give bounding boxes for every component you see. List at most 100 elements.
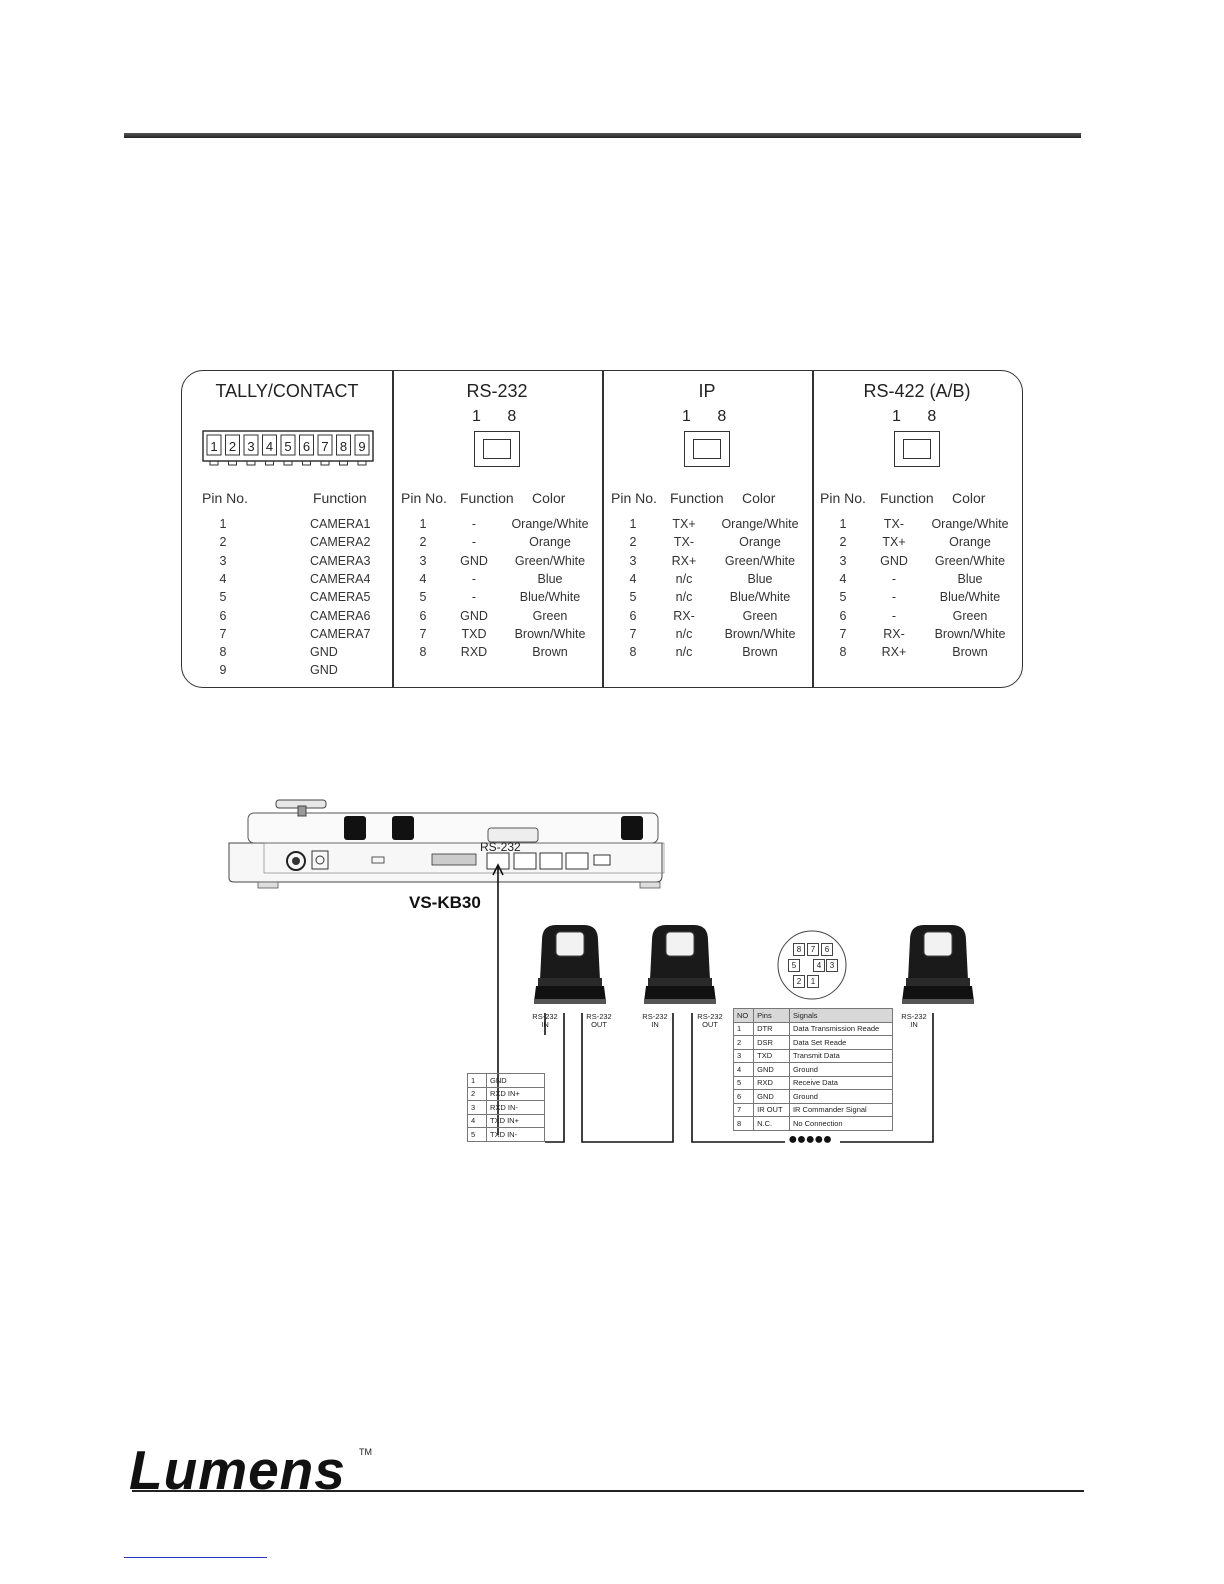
rs232-color: Green/White bbox=[514, 553, 586, 568]
tally-function: CAMERA7 bbox=[310, 626, 371, 641]
tally-function: GND bbox=[310, 645, 338, 660]
rs422-pin-range: 1 8 bbox=[892, 408, 937, 425]
lumens-logo: Lumens bbox=[129, 1439, 346, 1501]
ip-color: Blue/White bbox=[729, 590, 791, 605]
din-pin-number: 6 bbox=[821, 943, 833, 956]
table-cell: N.C. bbox=[753, 1116, 790, 1131]
rs232-color: Orange bbox=[529, 535, 571, 550]
rs422-pin-no: 6 bbox=[839, 608, 847, 623]
rs232-pin-no: 4 bbox=[419, 571, 427, 586]
table-cell: 5 bbox=[732, 1075, 755, 1090]
rs232-function: - bbox=[471, 535, 477, 550]
rs422-function: - bbox=[891, 571, 897, 586]
terminal-pin-cell bbox=[280, 434, 296, 456]
camera-group bbox=[534, 925, 974, 1004]
terminal-pin-number: 2 bbox=[229, 439, 236, 454]
tally-function: CAMERA2 bbox=[310, 535, 371, 550]
rs422-title: RS-422 (A/B) bbox=[863, 381, 971, 401]
footer-rule bbox=[132, 1490, 1084, 1492]
rs232-pin-range: 1 8 bbox=[472, 408, 517, 425]
signal-cell: RXD IN+ bbox=[486, 1086, 545, 1101]
table-cell: 8 bbox=[732, 1116, 755, 1131]
ip-color: Orange bbox=[739, 535, 781, 550]
ip-function: RX+ bbox=[671, 553, 697, 568]
rs232-pin-no: 1 bbox=[419, 517, 427, 531]
rs422-color: Green bbox=[952, 608, 988, 623]
rs422-color: Blue/White bbox=[939, 590, 1001, 605]
tally-function: GND bbox=[310, 663, 338, 678]
rs422-function: - bbox=[891, 608, 897, 623]
pin-number-cell: 3 bbox=[467, 1100, 487, 1115]
terminal-pin-number: 4 bbox=[266, 439, 273, 454]
din-pin-number: 5 bbox=[788, 959, 800, 972]
tally-header-function: Function bbox=[313, 490, 367, 506]
rs422-pin-no: 5 bbox=[839, 590, 847, 605]
ip-header-pin: Pin No. bbox=[611, 490, 657, 506]
table-cell: IR Commander Signal bbox=[788, 1102, 894, 1117]
terminal-pin-number: 7 bbox=[321, 439, 328, 454]
rs232-function: RXD bbox=[460, 645, 488, 660]
terminal-pin-number: 9 bbox=[358, 439, 365, 454]
rs422-pin-no: 2 bbox=[839, 535, 847, 550]
terminal-pin-cell bbox=[243, 434, 259, 456]
rs232-pin-no: 3 bbox=[419, 553, 427, 568]
rs232-pin-no: 7 bbox=[419, 626, 427, 641]
pin-number-cell: 4 bbox=[467, 1113, 487, 1128]
terminal-pin-cell bbox=[225, 434, 240, 456]
rs422-color: Brown bbox=[952, 645, 988, 660]
table-cell: IR OUT bbox=[753, 1102, 790, 1117]
table-cell: Data Transmission Reade bbox=[788, 1021, 894, 1036]
ip-title: IP bbox=[698, 381, 716, 401]
column-divider bbox=[812, 371, 814, 687]
rs422-pin-no: 7 bbox=[839, 626, 847, 641]
rs232-title: RS-232 bbox=[466, 381, 528, 401]
pin-number-cell: 2 bbox=[467, 1086, 487, 1101]
tally-pin-no: 7 bbox=[219, 626, 227, 641]
ip-pin-no: 4 bbox=[629, 571, 637, 586]
rs422-function: GND bbox=[880, 553, 908, 568]
din-pin-number: 4 bbox=[813, 959, 825, 972]
rs422-color: Orange bbox=[949, 535, 991, 550]
rs232-pin-no: 8 bbox=[419, 645, 427, 660]
rs422-pin-no: 3 bbox=[839, 553, 847, 568]
signal-cell: RXD IN- bbox=[486, 1100, 545, 1115]
table-cell: 2 bbox=[732, 1035, 755, 1050]
table-cell: DSR bbox=[753, 1035, 790, 1050]
rs232-header-color: Color bbox=[532, 490, 566, 506]
table-cell: 4 bbox=[732, 1062, 755, 1077]
tally-pin-no: 5 bbox=[219, 590, 227, 605]
rs422-header-pin: Pin No. bbox=[820, 490, 866, 506]
terminal-pin-number: 5 bbox=[284, 439, 291, 454]
ip-color: Green bbox=[742, 608, 778, 623]
table-cell: TXD bbox=[753, 1048, 790, 1063]
rs422-header-function: Function bbox=[880, 490, 934, 506]
ptz-camera-icon bbox=[902, 925, 974, 1004]
tally-pin-no: 2 bbox=[219, 535, 227, 550]
ip-pin-no: 5 bbox=[629, 590, 637, 605]
terminal-pin-cell bbox=[354, 434, 370, 456]
ip-function: n/c bbox=[675, 626, 693, 641]
column-divider bbox=[602, 371, 604, 687]
ip-pin-no: 2 bbox=[629, 535, 637, 550]
terminal-pin-cell bbox=[206, 434, 222, 456]
ptz-camera-icon bbox=[534, 925, 606, 1004]
table-cell: Ground bbox=[788, 1062, 894, 1077]
ip-function: RX- bbox=[673, 608, 695, 623]
ip-function: n/c bbox=[675, 590, 693, 605]
terminal-pin-number: 8 bbox=[340, 439, 347, 454]
tally-pin-no: 9 bbox=[219, 663, 227, 678]
rs232-header-pin: Pin No. bbox=[401, 490, 447, 506]
tally-function: CAMERA1 bbox=[310, 517, 371, 531]
signal-cell: TXD IN+ bbox=[486, 1113, 545, 1128]
